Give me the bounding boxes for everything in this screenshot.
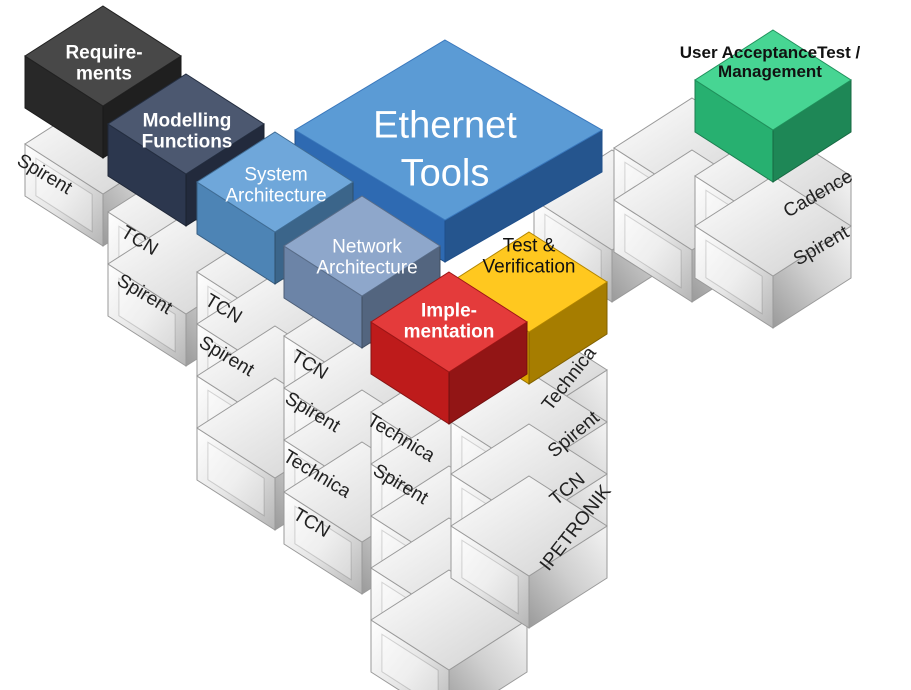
phase-requirements-line1: Require- — [65, 42, 143, 64]
phase-cube-modelling-top-face — [107, 73, 265, 175]
phase-label-modelling: Modelling Functions — [142, 111, 233, 154]
center-title-line2: Tools — [400, 152, 490, 194]
phase-acceptance-line2: Management — [718, 62, 822, 81]
phase-label-test: Test & Verification — [483, 236, 576, 279]
phase-cube-requirements-top-face — [24, 5, 182, 107]
grey-cube-req-1-bevel — [35, 157, 93, 233]
phase-label-implementation: Imple- mentation — [404, 301, 495, 344]
grey-cube-mod-2-bevel — [118, 277, 176, 353]
grey-cube-arm-3-bevel — [624, 213, 682, 289]
phase-cube-network-top-face — [283, 195, 441, 297]
phase-cube-implementation-top-face — [370, 271, 528, 373]
phase-test-line1: Test & — [502, 235, 556, 257]
phase-modelling-line1: Modelling — [142, 110, 232, 132]
phase-label-requirements: Require- ments — [65, 43, 142, 86]
phase-label-acceptance: User AcceptanceTest / Management — [680, 43, 860, 81]
phase-label-network: Network Architecture — [316, 237, 417, 280]
phase-test-line2: Verification — [482, 257, 576, 278]
phase-modelling-line2: Functions — [141, 132, 233, 153]
phase-cube-implementation — [370, 271, 528, 425]
grey-cube-sys-4-bevel — [207, 441, 265, 517]
grey-cube-test-4 — [450, 475, 608, 629]
phase-cube-acceptance — [694, 29, 852, 183]
phase-label-system: System Architecture — [225, 165, 326, 208]
grey-cube-net-4-bevel — [294, 505, 352, 581]
center-title: Ethernet Tools — [373, 103, 517, 198]
phase-network-line1: Network — [332, 236, 402, 258]
phase-system-line2: Architecture — [225, 186, 327, 207]
grey-cube-acc-2-top-face — [694, 175, 852, 277]
phase-implementation-line2: mentation — [403, 322, 495, 343]
grey-cube-imp-5-bevel — [381, 633, 439, 690]
grey-cube-test-4-bevel — [461, 539, 519, 615]
phase-network-line2: Architecture — [316, 258, 418, 279]
phase-system-line1: System — [244, 164, 308, 186]
phase-cube-network — [283, 195, 441, 349]
grey-cube-acc-2-bevel — [705, 239, 763, 315]
grey-cube-test-4-top-face — [450, 475, 608, 577]
center-top-face — [294, 39, 604, 221]
phase-requirements-line2: ments — [76, 64, 132, 85]
phase-acceptance-line1: User AcceptanceTest / — [679, 42, 861, 62]
phase-cube-acceptance-top-face — [694, 29, 852, 131]
center-title-line1: Ethernet — [373, 104, 517, 147]
phase-implementation-line1: Imple- — [421, 300, 477, 322]
phase-cube-system-top-face — [196, 131, 354, 233]
grey-cube-acc-2 — [694, 175, 852, 329]
